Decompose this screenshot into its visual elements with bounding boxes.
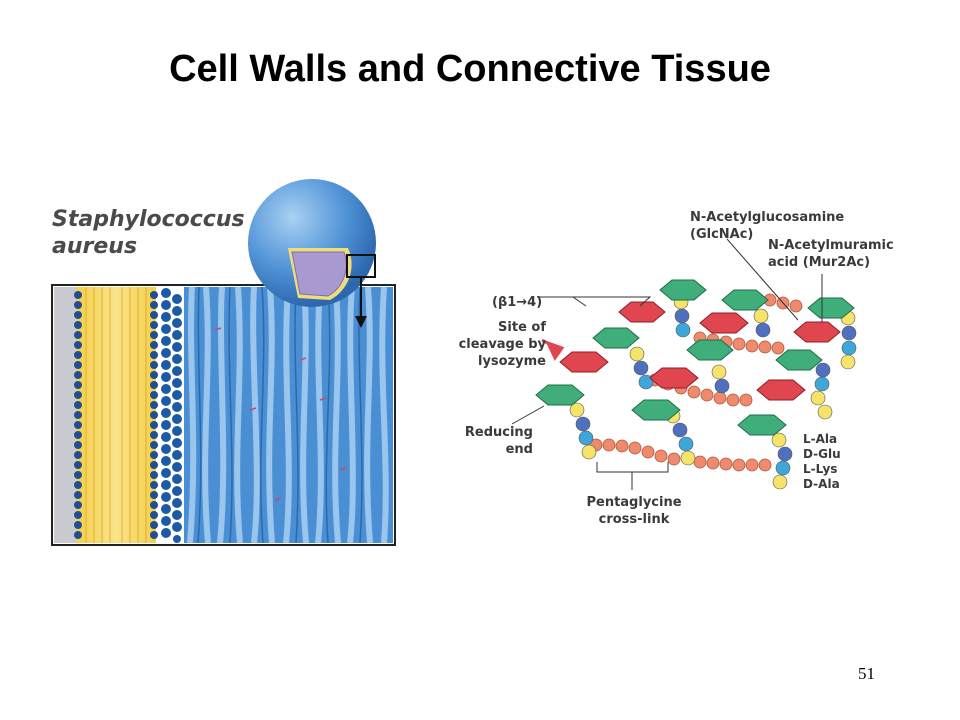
peptidoglycan-beads bbox=[161, 288, 182, 543]
murnac-sugars bbox=[559, 301, 841, 401]
lipid-head-groups bbox=[74, 291, 158, 539]
glcnac-sugar bbox=[737, 414, 787, 436]
glcnac-sugar bbox=[535, 384, 585, 406]
cell-wall-panel bbox=[51, 284, 396, 546]
glcnac-sugar bbox=[631, 399, 681, 421]
peptidoglycan-diagram bbox=[511, 238, 857, 490]
murnac-sugar bbox=[699, 312, 749, 334]
organism-species: aureus bbox=[52, 234, 138, 259]
leader-lines bbox=[511, 238, 823, 490]
outer-strip bbox=[54, 287, 76, 543]
murnac-sugar bbox=[649, 367, 699, 389]
amino-acid-label: L-Lys bbox=[803, 462, 837, 476]
organism-genus: Staphylococcus bbox=[52, 207, 245, 232]
lipid-tails bbox=[85, 287, 147, 543]
murnac-sugar bbox=[793, 321, 841, 343]
glcnac-label-line1: N-Acetylglucosamine bbox=[690, 210, 844, 225]
glcnac-sugar bbox=[775, 349, 823, 371]
glcnac-label-line2: (GlcNAc) bbox=[690, 227, 753, 242]
murnac-sugar bbox=[559, 351, 609, 373]
glcnac-sugar bbox=[721, 289, 769, 311]
glcnac-sugar bbox=[686, 339, 734, 361]
organism-label: Staphylococcus aureus bbox=[52, 206, 245, 260]
linkage-label: (β1→4) bbox=[492, 295, 542, 310]
lysozyme-arrow bbox=[541, 338, 565, 361]
cleavage-label-line3: lysozyme bbox=[478, 354, 546, 369]
glcnac-sugars bbox=[535, 279, 855, 436]
glcnac-sugar bbox=[659, 279, 707, 301]
murnac-sugar bbox=[756, 379, 806, 401]
reducing-end-label-line2: end bbox=[506, 442, 533, 457]
glcnac-sugar bbox=[592, 327, 640, 349]
bacterium-sphere bbox=[248, 179, 376, 328]
cleavage-label-line1: Site of bbox=[498, 320, 546, 335]
reducing-end-label-line1: Reducing bbox=[465, 425, 533, 440]
murnac-sugar bbox=[618, 301, 666, 323]
lipid-bilayer bbox=[76, 287, 156, 543]
cleavage-label-line2: cleavage by bbox=[459, 337, 547, 352]
murnac-label-line1: N-Acetylmuramic bbox=[768, 238, 894, 253]
crosslink-label-line1: Pentaglycine bbox=[586, 495, 681, 510]
slide-title: Cell Walls and Connective Tissue bbox=[169, 48, 771, 90]
murnac-label-line2: acid (Mur2Ac) bbox=[768, 255, 870, 270]
amino-acid-label: D-Ala bbox=[803, 477, 840, 491]
amino-acid-label: D-Glu bbox=[803, 447, 841, 461]
wall-fibers bbox=[184, 286, 393, 544]
page-number: 51 bbox=[858, 664, 875, 683]
amino-acid-label: L-Ala bbox=[803, 432, 837, 446]
crosslink-label-line2: cross-link bbox=[599, 512, 670, 527]
glcnac-sugar bbox=[807, 297, 855, 319]
